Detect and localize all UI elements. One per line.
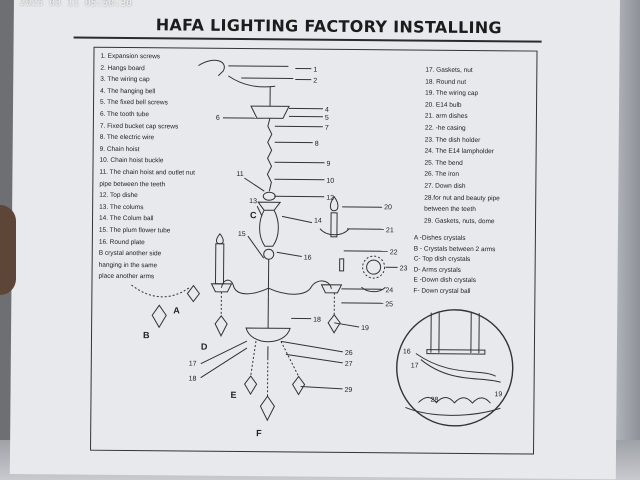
callout-29: 29 — [345, 387, 353, 394]
callout-25: 25 — [385, 301, 393, 308]
instruction-sheet: 2025 03 11 05:50:30 HAFA LIGHTING FACTOR… — [9, 0, 620, 480]
letter-b: B — [143, 330, 150, 340]
expansion-screw-shape — [198, 59, 225, 77]
crystal-letters: A B C D E F — [143, 210, 262, 438]
callout-17: 17 — [189, 361, 197, 368]
callout-5: 5 — [325, 115, 329, 122]
callout-21: 21 — [386, 227, 394, 234]
callout-4: 4 — [325, 107, 329, 114]
callout-8: 8 — [315, 141, 319, 148]
callout-24: 24 — [385, 287, 393, 294]
callout-14: 14 — [314, 218, 322, 225]
callout-17b: 17 — [411, 362, 419, 369]
callout-22: 22 — [390, 249, 398, 256]
right-arm-shape — [268, 280, 332, 295]
callout-19: 19 — [361, 325, 369, 332]
callout-2: 2 — [313, 78, 317, 85]
callout-12: 12 — [326, 195, 334, 202]
callout-23: 23 — [400, 265, 408, 272]
callout-10: 10 — [326, 178, 334, 185]
callout-13: 13 — [249, 198, 257, 205]
callout-20: 20 — [384, 204, 392, 211]
letter-a: A — [173, 305, 180, 315]
letter-f: F — [256, 428, 262, 438]
callout-numbers: 1 2 4 5 6 7 8 9 10 11 12 13 14 15 16 17 … — [189, 67, 503, 404]
detail-circle — [396, 309, 514, 427]
callout-16: 16 — [304, 255, 312, 262]
callout-1: 1 — [313, 67, 317, 74]
letter-e: E — [230, 390, 236, 400]
callout-28: 28 — [430, 397, 438, 404]
thumb — [0, 205, 16, 295]
callout-19b: 19 — [494, 391, 502, 398]
callout-26: 26 — [345, 350, 353, 357]
callout-16b: 16 — [403, 348, 411, 355]
chain-shape — [266, 118, 273, 192]
callout-18b: 18 — [313, 317, 321, 324]
down-dish-shape — [245, 327, 291, 343]
left-arm-shape — [220, 279, 269, 295]
callout-18: 18 — [189, 376, 197, 383]
chandelier-diagram: 1 2 4 5 6 7 8 9 10 11 12 13 14 15 16 17 … — [131, 59, 514, 438]
callout-11: 11 — [236, 171, 243, 178]
letter-d: D — [201, 342, 208, 352]
callout-15: 15 — [238, 231, 246, 238]
callout-6: 6 — [216, 115, 220, 122]
letter-c: C — [250, 210, 257, 220]
hanging-bell-shape — [250, 105, 290, 119]
callout-9: 9 — [326, 161, 330, 168]
callout-7: 7 — [325, 125, 329, 132]
column-shape — [259, 209, 279, 247]
callout-27: 27 — [345, 361, 353, 368]
